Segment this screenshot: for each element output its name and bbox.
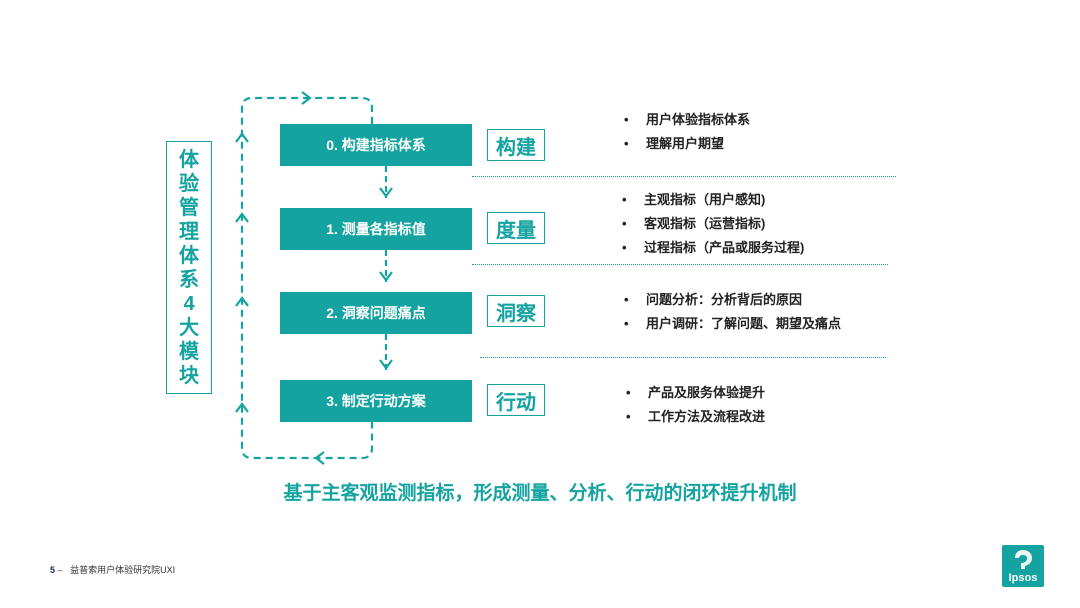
list-item: 过程指标（产品或服务过程)	[622, 236, 804, 260]
logo-text: Ipsos	[1008, 572, 1038, 584]
divider	[472, 264, 888, 265]
arrow-left-icon	[314, 451, 325, 465]
side-title-char: 系	[179, 268, 199, 291]
divider	[472, 176, 896, 177]
arrow-down-icon	[379, 271, 393, 282]
footer-org: 益普索用户体验研究院UXI	[70, 565, 176, 575]
side-title-char: 大	[179, 316, 199, 339]
page-number: 5	[50, 565, 56, 575]
step-connectors	[379, 166, 393, 370]
summary-text: 基于主客观监测指标，形成测量、分析、行动的闭环提升机制	[283, 483, 797, 504]
side-title-char: 理	[179, 220, 199, 243]
list-item: 理解用户期望	[624, 132, 750, 156]
side-title-char: 体	[179, 148, 199, 171]
arrow-down-icon	[379, 187, 393, 198]
side-title-char: 块	[179, 364, 199, 387]
list-item: 用户体验指标体系	[624, 108, 750, 132]
list-item: 用户调研：了解问题、期望及痛点	[624, 312, 841, 336]
logo-mark-icon	[1015, 550, 1032, 569]
arrow-right-icon	[301, 91, 312, 105]
footer: 5 – 益普索用户体验研究院UXI	[50, 563, 175, 576]
loop-arrowheads	[235, 91, 325, 465]
side-title: 体 验 管 理 体 系 4 大 模 块	[166, 141, 212, 394]
list-item: 工作方法及流程改进	[626, 405, 765, 429]
side-title-char: 模	[179, 340, 199, 363]
ipsos-logo: Ipsos	[1002, 545, 1044, 587]
tag-action: 行动	[487, 384, 545, 416]
step-box-measure: 1. 测量各指标值	[280, 208, 472, 250]
bullets-action: 产品及服务体验提升 工作方法及流程改进	[626, 381, 765, 429]
list-item: 产品及服务体验提升	[626, 381, 765, 405]
tag-build: 构建	[487, 129, 545, 161]
step-box-insight: 2. 洞察问题痛点	[280, 292, 472, 334]
side-title-char: 体	[179, 244, 199, 267]
bullets-measure: 主观指标（用户感知) 客观指标（运营指标) 过程指标（产品或服务过程)	[622, 188, 804, 260]
arrow-up-icon	[235, 402, 249, 413]
footer-separator: –	[57, 565, 63, 575]
side-title-char: 管	[179, 196, 199, 219]
arrow-up-icon	[235, 212, 249, 223]
tag-insight: 洞察	[487, 295, 545, 327]
bullets-build: 用户体验指标体系 理解用户期望	[624, 108, 750, 156]
loop-path	[240, 96, 374, 460]
side-title-char: 4	[183, 292, 195, 315]
step-box-action: 3. 制定行动方案	[280, 380, 472, 422]
arrow-up-icon	[235, 296, 249, 307]
list-item: 客观指标（运营指标)	[622, 212, 804, 236]
bullets-insight: 问题分析：分析背后的原因 用户调研：了解问题、期望及痛点	[624, 288, 841, 336]
step-box-build: 0. 构建指标体系	[280, 124, 472, 166]
divider	[480, 357, 886, 358]
list-item: 问题分析：分析背后的原因	[624, 288, 841, 312]
tag-measure: 度量	[487, 212, 545, 244]
side-title-char: 验	[179, 172, 199, 195]
arrow-up-icon	[235, 132, 249, 143]
arrow-down-icon	[379, 359, 393, 370]
list-item: 主观指标（用户感知)	[622, 188, 804, 212]
